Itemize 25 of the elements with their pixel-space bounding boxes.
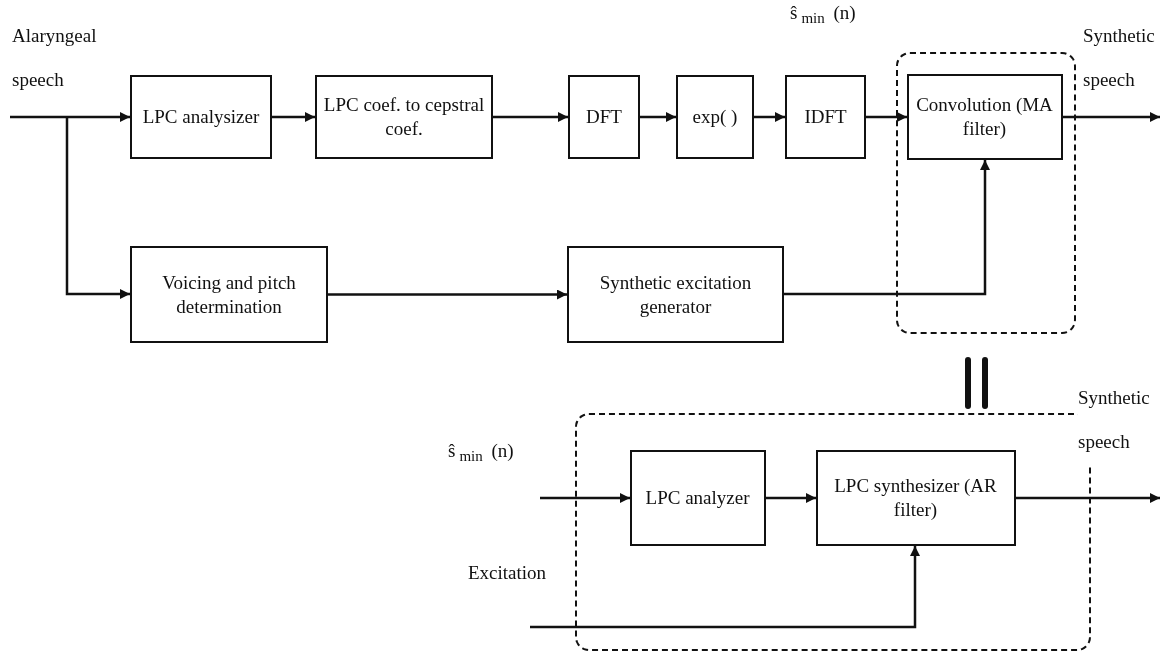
process-box: Synthetic excitation generator [567, 246, 784, 343]
arrow [10, 112, 130, 122]
arrow [493, 112, 568, 122]
process-box: Voicing and pitch determination [130, 246, 328, 343]
process-box: LPC analyzer [629, 449, 766, 546]
arrow [640, 112, 676, 122]
process-box: DFT [568, 75, 640, 159]
arrow [754, 112, 785, 122]
arrow [1063, 112, 1160, 122]
arrow [766, 493, 816, 503]
process-box: LPC analysizer [130, 75, 272, 159]
arrow [784, 160, 990, 296]
arrow [1016, 493, 1160, 503]
process-box: Convolution (MA filter) [906, 73, 1063, 160]
process-box: LPC coef. to cepstral coef. [315, 75, 493, 159]
arrow [540, 493, 630, 503]
arrow [866, 112, 907, 122]
dashed-group-outline [896, 52, 1076, 334]
arrow [65, 117, 130, 299]
process-box: IDFT [785, 75, 866, 159]
process-box: LPC synthesizer (AR filter) [815, 449, 1016, 546]
process-box: exp( ) [676, 75, 754, 159]
arrow [530, 546, 920, 629]
arrow [272, 112, 315, 122]
arrow [328, 289, 567, 300]
